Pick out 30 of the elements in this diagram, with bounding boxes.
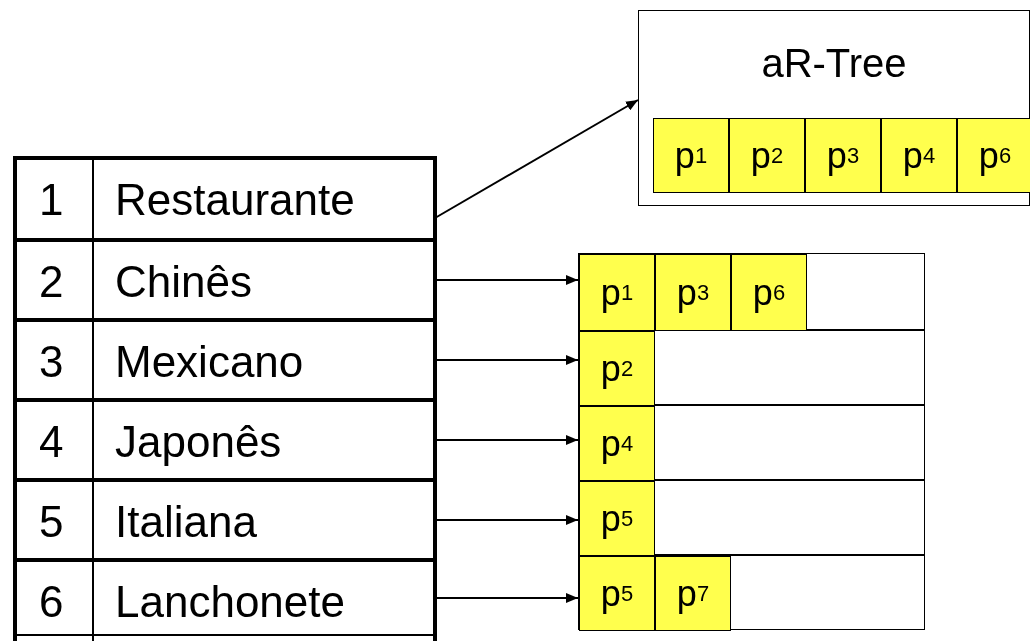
arrow xyxy=(434,435,579,445)
arrow xyxy=(434,275,579,285)
category-label: Mexicano xyxy=(115,337,304,387)
category-label: Chinês xyxy=(115,257,252,307)
table-row xyxy=(15,480,435,560)
category-label: Italiana xyxy=(115,497,257,547)
table-row xyxy=(15,400,435,480)
table-row xyxy=(15,320,435,400)
arrow xyxy=(434,99,639,219)
posting-list xyxy=(578,480,925,555)
posting-list xyxy=(578,405,925,480)
table-row xyxy=(15,240,435,320)
tree-box xyxy=(638,10,1030,206)
row-number: 2 xyxy=(39,257,64,307)
category-label: Japonês xyxy=(115,417,282,467)
posting-list xyxy=(578,330,925,405)
row-number: 3 xyxy=(39,337,64,387)
row-number: 6 xyxy=(39,577,64,627)
row-number: 4 xyxy=(39,417,64,467)
arrow xyxy=(434,515,579,525)
posting-list xyxy=(578,555,925,630)
tree-title: aR-Tree xyxy=(760,40,908,87)
row-number: 5 xyxy=(39,497,64,547)
arrow xyxy=(434,593,579,603)
arrow xyxy=(434,355,579,365)
table-row xyxy=(15,560,435,636)
row-number: 1 xyxy=(39,175,64,225)
category-label: Lanchonete xyxy=(115,577,345,627)
posting-list xyxy=(578,253,925,330)
category-label: Restaurante xyxy=(115,175,355,225)
